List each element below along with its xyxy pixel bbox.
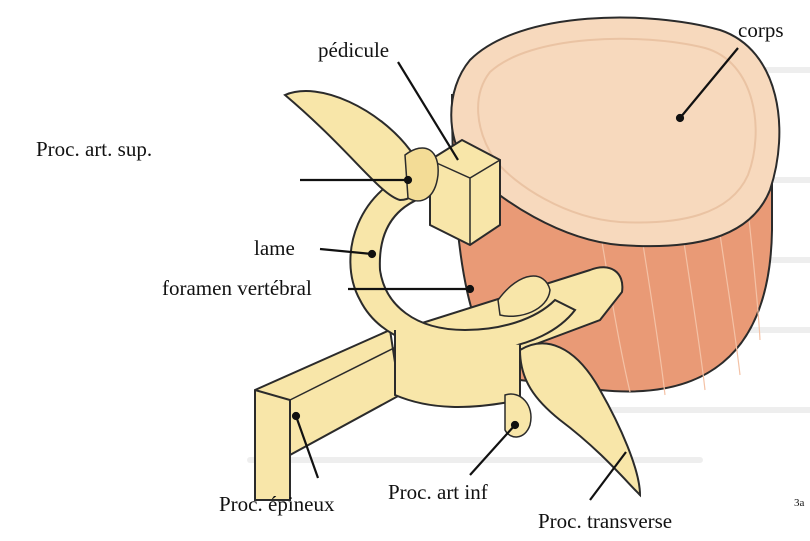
figure-reference: 3a <box>794 497 805 509</box>
label-proc-transverse: Proc. transverse <box>538 509 673 533</box>
label-proc-epineux: Proc. épineux <box>219 492 335 516</box>
label-lame: lame <box>254 236 295 260</box>
label-pedicule: pédicule <box>318 38 390 62</box>
leader-lines <box>291 47 739 501</box>
label-foramen-vertebral: foramen vertébral <box>162 276 312 300</box>
inner-facet <box>497 275 551 317</box>
superior-articular-facet <box>404 147 439 202</box>
transverse-process-horn <box>518 342 642 498</box>
label-proc-art-inf: Proc. art inf <box>388 480 488 504</box>
pedicle <box>429 138 501 247</box>
label-proc-art-sup: Proc. art. sup. <box>36 137 153 161</box>
superior-articular-process <box>283 90 422 202</box>
label-corps: corps <box>738 18 784 42</box>
